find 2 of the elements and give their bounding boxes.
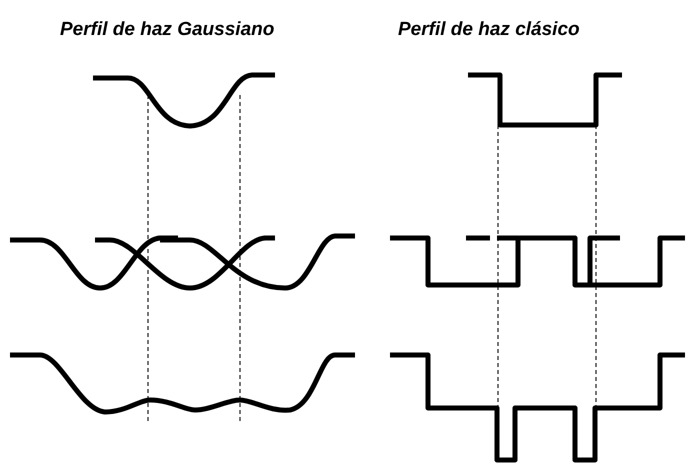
column-heading: Perfil de haz clásico xyxy=(398,18,580,42)
column-heading: Perfil de haz Gaussiano xyxy=(60,18,274,42)
